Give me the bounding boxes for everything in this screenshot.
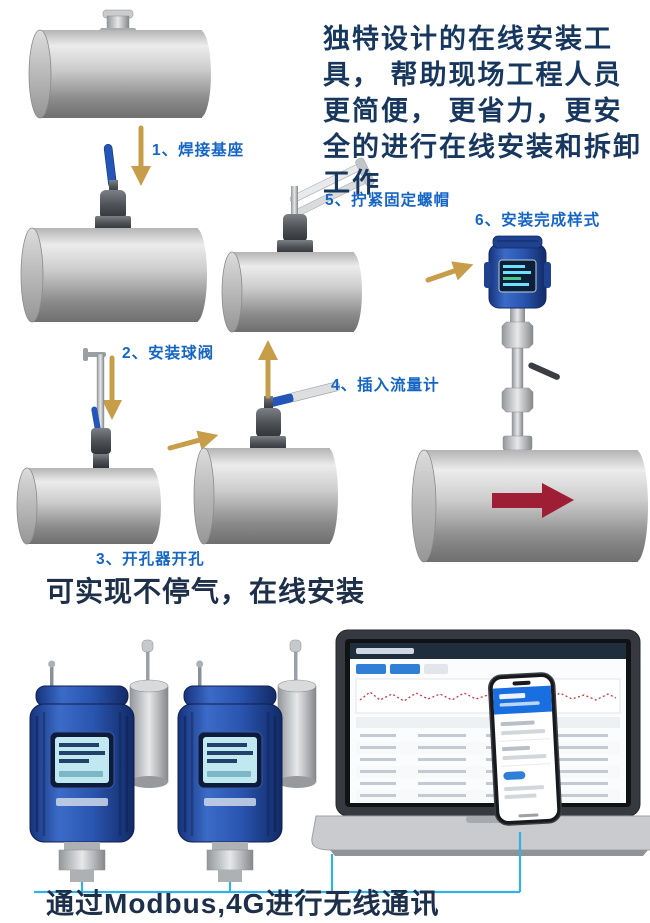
step6-completed-flowmeter — [411, 235, 648, 563]
step5-pipe-tighten-nut — [221, 157, 375, 333]
connection-lines — [34, 832, 522, 894]
step1-pipe-welded-base — [28, 9, 211, 119]
step-label-6: 6、安装完成样式 — [475, 212, 601, 229]
step-label-5: 5、拧紧固定螺帽 — [325, 192, 451, 209]
step-label-1: 1、焊接基座 — [152, 142, 245, 159]
flow-direction-arrow — [492, 483, 574, 518]
arrow-step4to5 — [258, 340, 278, 399]
arrow-step2to3 — [102, 355, 122, 420]
step-label-2: 2、安装球阀 — [122, 345, 215, 362]
phone-app-screen — [492, 685, 553, 818]
arrow-step1 — [131, 125, 151, 186]
caption-communication: 通过Modbus,4G进行无线通讯 — [46, 888, 440, 919]
gas-detector-1 — [28, 638, 170, 884]
gas-detector-2 — [176, 638, 318, 884]
intro-text: 独特设计的在线安装工具， 帮助现场工程人员更简便， 更省力，更安全的进行在线安装… — [323, 24, 642, 198]
step4-pipe-insert-flowmeter — [193, 381, 341, 545]
step-label-3: 3、开孔器开孔 — [96, 551, 205, 568]
step2-pipe-ball-valve — [20, 143, 207, 323]
laptop — [311, 629, 650, 856]
caption-online-install: 可实现不停气，在线安装 — [46, 576, 366, 607]
arrow-step5to6 — [425, 261, 474, 283]
arrow-step3to4 — [167, 430, 219, 451]
step-label-4: 4、插入流量计 — [331, 377, 440, 394]
step3-pipe-hole-opener — [16, 348, 161, 545]
smartphone — [488, 672, 562, 826]
